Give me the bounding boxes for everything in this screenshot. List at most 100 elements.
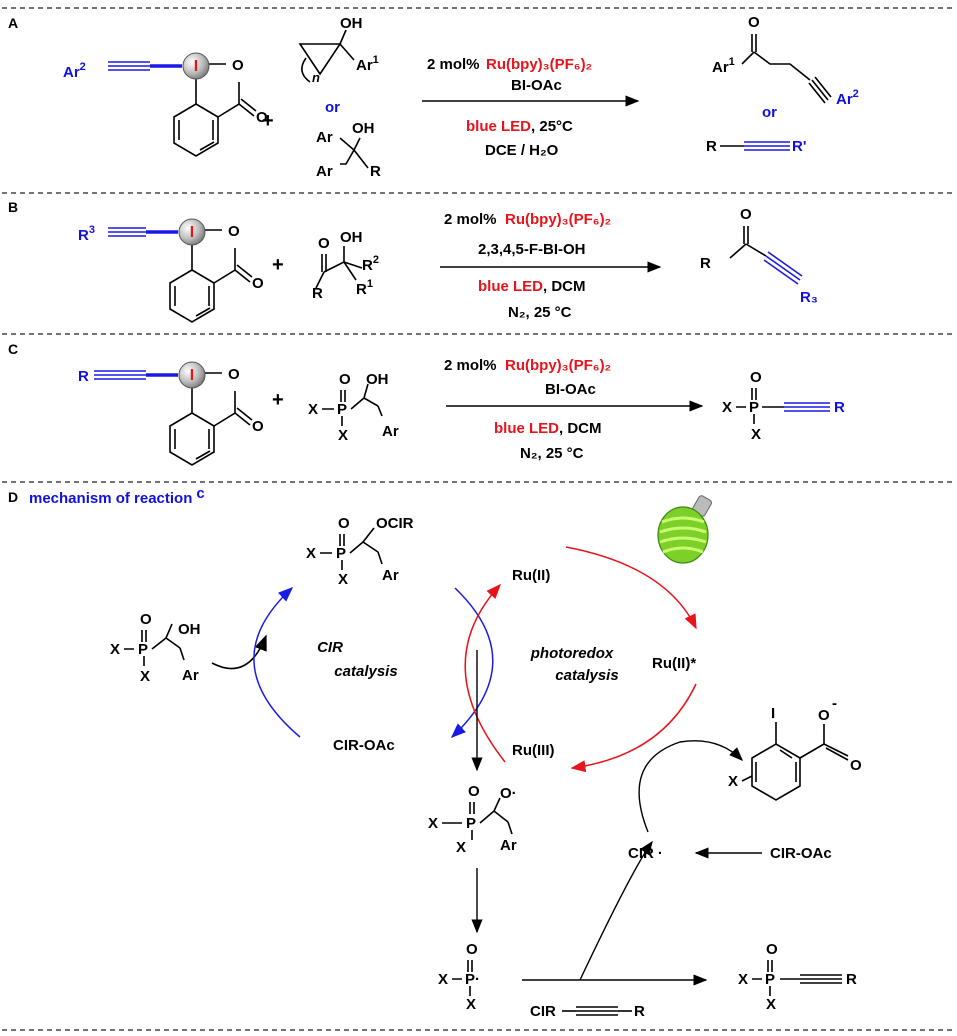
svg-text:P·: P·	[465, 971, 480, 988]
svg-text:O: O	[339, 371, 351, 388]
svg-text:2 mol%: 2 mol%	[427, 56, 480, 73]
svg-text:R1: R1	[356, 278, 373, 298]
svg-text:X: X	[110, 641, 120, 658]
svg-text:catalysis: catalysis	[334, 663, 397, 680]
svg-text:X: X	[428, 815, 438, 832]
alkyne-bond	[108, 61, 150, 71]
iodobenzoate: I O - O X	[728, 695, 862, 801]
svg-text:R: R	[706, 138, 717, 155]
svg-text:Ar: Ar	[382, 567, 399, 584]
svg-text:O: O	[750, 369, 762, 386]
svg-text:R: R	[846, 971, 857, 988]
svg-text:or: or	[762, 104, 777, 121]
svg-text:P: P	[336, 545, 346, 562]
svg-text:X: X	[306, 545, 316, 562]
lightbulb-icon	[657, 495, 712, 564]
ru3: Ru(III)	[512, 742, 555, 759]
panel-c: C R + O X P OH X Ar 2 mol% Ru(bpy)₃(PF₆)…	[8, 341, 845, 466]
svg-text:Ar: Ar	[382, 423, 399, 440]
svg-text:O: O	[740, 206, 752, 223]
svg-text:R3: R3	[78, 224, 95, 244]
svg-text:X: X	[751, 426, 761, 443]
svg-text:P: P	[765, 971, 775, 988]
svg-text:photoredox: photoredox	[530, 645, 614, 662]
cyclopropanol	[298, 29, 355, 76]
svg-text:X: X	[466, 996, 476, 1013]
svg-text:catalysis: catalysis	[555, 667, 618, 684]
cir-radical: CIR·	[628, 845, 663, 862]
svg-text:P: P	[138, 641, 148, 658]
cir-oac-right: CIR-OAc	[770, 845, 832, 862]
svg-text:P: P	[337, 401, 347, 418]
catalyst-a: Ru(bpy)₃(PF₆)₂	[486, 56, 592, 73]
svg-text:R': R'	[792, 138, 806, 155]
svg-text:R2: R2	[362, 254, 379, 274]
panel-b: B R3 + O OH R R2 R1 2 mol% Ru(bpy)₃(PF₆)…	[8, 199, 818, 323]
svg-text:N₂, 25 °C: N₂, 25 °C	[520, 445, 584, 462]
svg-text:n: n	[312, 70, 320, 85]
svg-text:O: O	[818, 707, 830, 724]
svg-text:CIR: CIR	[530, 1003, 556, 1020]
svg-text:BI-OAc: BI-OAc	[511, 77, 562, 94]
panel-a: A Ar2 + OH Ar1 n or Ar OH Ar R 2 mol% Ru…	[8, 14, 859, 180]
svg-text:2,3,4,5-F-BI-OH: 2,3,4,5-F-BI-OH	[478, 241, 586, 258]
svg-text:OH: OH	[340, 15, 363, 32]
svg-text:O: O	[338, 515, 350, 532]
svg-text:Ru(bpy)₃(PF₆)₂: Ru(bpy)₃(PF₆)₂	[505, 357, 611, 374]
svg-text:X: X	[338, 571, 348, 588]
svg-text:2 mol%: 2 mol%	[444, 357, 497, 374]
reagent-ar2: Ar2	[63, 61, 86, 81]
svg-text:X: X	[456, 839, 466, 856]
svg-text:X: X	[738, 971, 748, 988]
svg-text:Ar: Ar	[182, 667, 199, 684]
svg-text:O: O	[140, 611, 152, 628]
svg-text:O: O	[318, 235, 330, 252]
svg-text:OH: OH	[352, 120, 375, 137]
svg-text:C: C	[8, 341, 18, 357]
cir-oac-left: CIR-OAc	[333, 737, 395, 754]
prod-ar2: Ar2	[836, 88, 859, 108]
svg-text:I: I	[771, 705, 775, 722]
benziodoxolone-a	[173, 52, 269, 157]
svg-text:OH: OH	[178, 621, 201, 638]
svg-text:R: R	[700, 255, 711, 272]
svg-text:blue LED, DCM: blue LED, DCM	[494, 420, 602, 437]
svg-text:+: +	[272, 389, 284, 411]
svg-text:+: +	[272, 254, 284, 276]
conditions-a: blue LED, 25°C	[466, 118, 573, 135]
svg-text:OH: OH	[340, 229, 363, 246]
svg-text:O: O	[766, 941, 778, 958]
svg-text:P: P	[749, 399, 759, 416]
svg-text:R₃: R₃	[800, 289, 818, 306]
svg-text:blue LED, DCM: blue LED, DCM	[478, 278, 586, 295]
svg-text:O: O	[850, 757, 862, 774]
svg-text:X: X	[140, 668, 150, 685]
svg-text:X: X	[722, 399, 732, 416]
svg-text:D: D	[8, 489, 18, 505]
svg-text:-: -	[832, 695, 837, 712]
svg-text:Ar: Ar	[316, 129, 333, 146]
svg-text:X: X	[766, 996, 776, 1013]
svg-text:B: B	[8, 199, 18, 215]
svg-text:DCE / H₂O: DCE / H₂O	[485, 142, 559, 159]
svg-text:O: O	[466, 941, 478, 958]
svg-text:R: R	[78, 368, 89, 385]
or-a1: or	[325, 99, 340, 116]
svg-text:X: X	[338, 427, 348, 444]
ru2: Ru(II)	[512, 567, 550, 584]
svg-text:OCIR: OCIR	[376, 515, 414, 532]
svg-text:X: X	[308, 401, 318, 418]
svg-text:OH: OH	[366, 371, 389, 388]
svg-text:+: +	[262, 110, 274, 132]
svg-text:O: O	[468, 783, 480, 800]
ru2-star: Ru(II)*	[652, 655, 696, 672]
svg-text:N₂, 25 °C: N₂, 25 °C	[508, 304, 572, 321]
svg-text:R: R	[312, 285, 323, 302]
svg-text:O: O	[748, 14, 760, 31]
svg-text:BI-OAc: BI-OAc	[545, 381, 596, 398]
svg-text:R: R	[834, 399, 845, 416]
svg-text:2 mol%: 2 mol%	[444, 211, 497, 228]
